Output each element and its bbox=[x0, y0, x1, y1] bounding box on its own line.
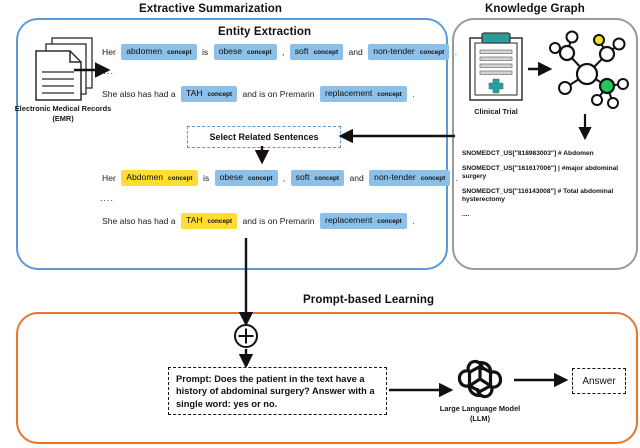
snomed-code-item: SNOMEDCT_US["818983003"] # Abdomen bbox=[462, 150, 594, 157]
arrow-clinical-trial-to-graph bbox=[528, 61, 553, 77]
combine-plus-icon bbox=[234, 324, 258, 348]
ee-r2-prefix: She also has had a bbox=[102, 89, 176, 99]
arrow-kg-to-select bbox=[338, 128, 455, 144]
ee-r1-comma: , bbox=[281, 47, 285, 57]
ss-r1-prefix: Her bbox=[102, 173, 116, 183]
emr-caption-line2: (EMR) bbox=[52, 113, 74, 123]
clinical-trial-clipboard-icon bbox=[469, 32, 523, 101]
graph-node-yellow bbox=[593, 34, 605, 46]
arrow-llm-to-answer bbox=[514, 372, 569, 388]
selected-sentences-ellipsis: .... bbox=[100, 193, 115, 203]
clinical-trial-caption: Clinical Trial bbox=[474, 107, 518, 116]
arrow-emr-to-text bbox=[74, 62, 111, 78]
entity-extraction-ellipsis: .... bbox=[100, 66, 115, 76]
prompt-box[interactable]: Prompt: Does the patient in the text hav… bbox=[168, 367, 387, 415]
snomed-code-item: SNOMEDCT_US["116143008"] # Total abdomin… bbox=[462, 187, 614, 204]
ss-r1-comma: , bbox=[282, 173, 286, 183]
ss-r1-and: and bbox=[349, 173, 364, 183]
graph-node-green bbox=[598, 77, 616, 95]
emr-caption: Electronic Medical Records (EMR) bbox=[8, 104, 118, 123]
ee-r1-is: is bbox=[202, 47, 209, 57]
arrow-combine-to-prompt bbox=[238, 349, 254, 369]
answer-label: Answer bbox=[582, 375, 616, 387]
ee-r1-prefix: Her bbox=[102, 47, 116, 57]
llm-caption-line1: Large Language Model bbox=[439, 404, 521, 413]
ee-r2-mid: and is on Premarin bbox=[242, 89, 315, 99]
ss-r1-is: is bbox=[202, 173, 210, 183]
snomed-code-item: .... bbox=[462, 210, 470, 218]
ss-r2-prefix: She also has had a bbox=[102, 216, 176, 226]
arrow-summary-to-combine bbox=[238, 238, 254, 327]
ee-r1-period: . bbox=[454, 47, 458, 57]
title-knowledge-graph: Knowledge Graph bbox=[485, 3, 585, 15]
title-prompt-based-learning: Prompt-based Learning bbox=[303, 294, 435, 306]
arrow-prompt-to-llm bbox=[389, 382, 454, 398]
llm-caption: Large Language Model (LLM) bbox=[432, 404, 528, 423]
emr-caption-line1: Electronic Medical Records bbox=[14, 104, 112, 113]
title-entity-extraction: Entity Extraction bbox=[218, 26, 312, 38]
ss-r2-mid: and is on Premarin bbox=[242, 216, 315, 226]
snomed-code-item: SNOMEDCT_US["161617006"] | #major abdomi… bbox=[462, 164, 619, 181]
title-extractive-summarization: Extractive Summarization bbox=[139, 3, 283, 15]
network-graph-icon bbox=[549, 30, 629, 109]
ss-r2-period: . bbox=[412, 216, 415, 226]
ss-r1-period: . bbox=[455, 173, 459, 183]
select-related-sentences-box[interactable]: Select Related Sentences bbox=[187, 126, 341, 148]
panel-prompt-based-learning bbox=[16, 312, 638, 444]
arrow-select-down bbox=[254, 146, 270, 165]
arrow-graph-to-codes bbox=[578, 114, 592, 141]
openai-logo-icon bbox=[457, 359, 503, 399]
panel-knowledge-graph bbox=[452, 18, 638, 270]
llm-caption-line2: (LLM) bbox=[469, 413, 491, 423]
answer-box[interactable]: Answer bbox=[572, 368, 626, 394]
ee-r1-and: and bbox=[348, 47, 363, 57]
panel-extractive-summarization bbox=[16, 18, 448, 270]
prompt-text: Prompt: Does the patient in the text hav… bbox=[176, 374, 375, 409]
select-related-sentences-label: Select Related Sentences bbox=[209, 132, 319, 142]
ee-r2-period: . bbox=[412, 89, 415, 99]
snomed-code-list: SNOMEDCT_US["818983003"] # Abdomen SNOME… bbox=[462, 150, 632, 226]
